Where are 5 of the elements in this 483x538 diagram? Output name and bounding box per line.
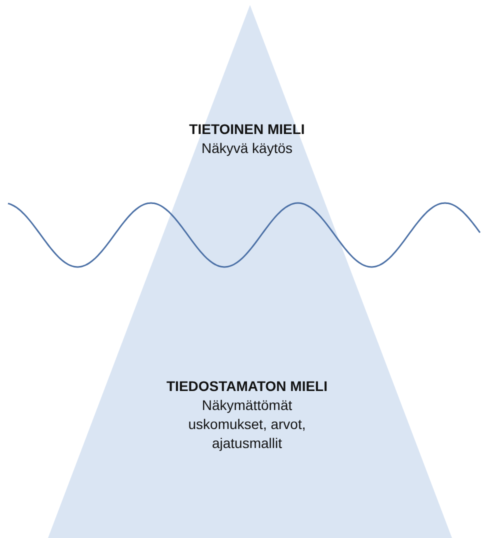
description: Näkymättömät uskomukset, arvot, ajatusmallit xyxy=(187,396,307,453)
description: Näkyvä käytös xyxy=(200,139,294,158)
heading: TIEDOSTAMATON MIELI xyxy=(166,377,328,396)
heading: TIETOINEN MIELI xyxy=(188,120,306,139)
iceberg-triangle xyxy=(48,5,452,538)
